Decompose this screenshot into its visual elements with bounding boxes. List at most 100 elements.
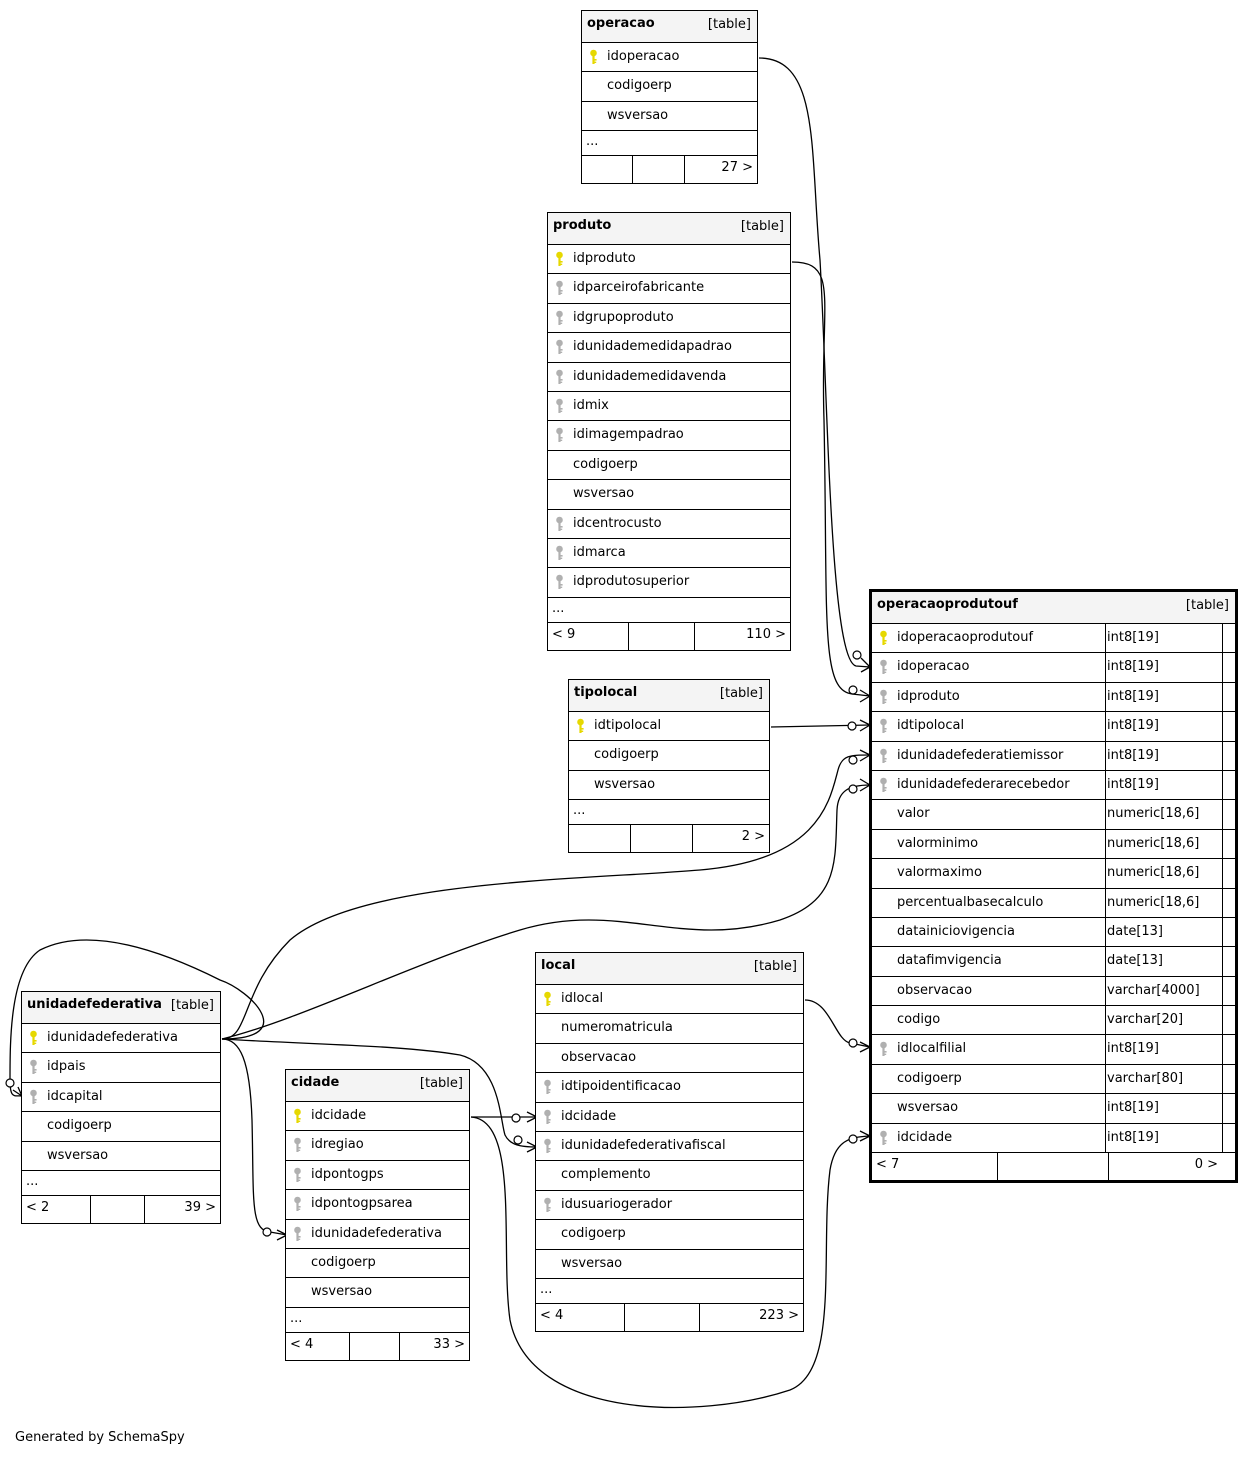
parent-count-cell[interactable]: < 9	[548, 622, 629, 650]
column-row[interactable]: idoperacao	[582, 43, 757, 73]
edge-uf-emissor	[221, 754, 871, 1040]
column-name: idoperacaoprodutouf	[897, 630, 1034, 645]
child-count-cell[interactable]: 2 >	[693, 825, 771, 852]
child-count-cell[interactable]: 223 >	[700, 1304, 805, 1331]
more-columns[interactable]: ...	[286, 1308, 469, 1333]
column-row[interactable]: idmarca	[548, 539, 790, 569]
column-row[interactable]: idtipoidentificacao	[536, 1073, 803, 1103]
table-header[interactable]: local[table]	[536, 953, 803, 985]
column-row[interactable]: idmix	[548, 392, 790, 422]
parent-count-cell[interactable]	[569, 825, 631, 853]
column-row[interactable]: observacao	[536, 1044, 803, 1074]
column-row[interactable]: codigoerp	[569, 741, 769, 771]
table-header[interactable]: tipolocal[table]	[569, 680, 769, 712]
column-row[interactable]: idgrupoproduto	[548, 304, 790, 334]
more-columns[interactable]: ...	[569, 800, 769, 826]
column-row[interactable]: numeromatricula	[536, 1014, 803, 1044]
column-row[interactable]: idcentrocusto	[548, 510, 790, 539]
parent-count-cell[interactable]: < 7	[872, 1153, 998, 1181]
column-row[interactable]: complemento	[536, 1161, 803, 1191]
column-row[interactable]: idpais	[22, 1053, 220, 1083]
child-count-cell[interactable]: 33 >	[400, 1333, 471, 1360]
primary-key-icon	[576, 718, 585, 734]
child-count-cell[interactable]: 27 >	[685, 156, 759, 183]
table-header[interactable]: produto[table]	[548, 213, 790, 245]
table-header[interactable]: operacaoprodutouf[table]	[872, 592, 1235, 624]
column-row[interactable]: codigoerp	[548, 451, 790, 481]
column-row[interactable]: idimagempadrao	[548, 421, 790, 451]
column-row[interactable]: idproduto	[548, 245, 790, 275]
column-row[interactable]: wsversao	[569, 771, 769, 801]
column-row[interactable]: idusuariogerador	[536, 1191, 803, 1221]
more-columns[interactable]: ...	[22, 1171, 220, 1196]
more-columns[interactable]: ...	[582, 131, 757, 157]
column-row[interactable]: codigoerp	[22, 1112, 220, 1142]
column-row[interactable]: codigoerp	[582, 72, 757, 102]
column-name: wsversao	[897, 1100, 959, 1116]
child-count-cell[interactable]: 110 >	[695, 623, 792, 650]
parent-count-cell[interactable]: < 4	[286, 1332, 350, 1360]
column-row[interactable]: wsversao	[548, 480, 790, 510]
child-count-cell[interactable]: 39 >	[145, 1196, 222, 1223]
child-count-cell[interactable]: 0 >	[1109, 1153, 1224, 1180]
parent-count: < 4	[290, 1336, 314, 1352]
table-header[interactable]: operacao[table]	[582, 11, 757, 43]
column-row[interactable]: idunidadefederativa	[22, 1024, 220, 1054]
column-row[interactable]: idcapital	[22, 1083, 220, 1113]
column-row[interactable]: wsversao	[582, 102, 757, 132]
column-row[interactable]: wsversao	[286, 1278, 469, 1308]
column-row[interactable]: wsversao	[22, 1142, 220, 1171]
column-row[interactable]: idpontogps	[286, 1161, 469, 1191]
table-header[interactable]: unidadefederativa[table]	[22, 992, 220, 1024]
column-row[interactable]: idunidademedidapadrao	[548, 333, 790, 363]
column-row[interactable]: idunidadefederativa	[286, 1220, 469, 1249]
column-name: codigoerp	[897, 1070, 962, 1086]
column-row[interactable]: idunidadefederativafiscal	[536, 1132, 803, 1162]
column-row[interactable]: idcidade	[286, 1102, 469, 1132]
column-row[interactable]: idcidade	[536, 1103, 803, 1132]
column-row[interactable]: idtipolocal	[569, 712, 769, 742]
column-row[interactable]: idlocal	[536, 985, 803, 1015]
more-columns[interactable]: ...	[548, 598, 790, 623]
column-row[interactable]: idregiao	[286, 1131, 469, 1161]
column-row[interactable]: idprodutosuperior	[548, 568, 790, 598]
table-unidadefederativa[interactable]: unidadefederativa[table]idunidadefederat…	[21, 991, 221, 1224]
column-divider	[1222, 682, 1223, 713]
column-row[interactable]: wsversao	[536, 1250, 803, 1279]
parent-count-cell[interactable]: < 4	[536, 1303, 625, 1331]
column-row[interactable]: codigoerp	[286, 1249, 469, 1279]
table-operacaoprodutouf[interactable]: operacaoprodutouf[table]idoperacaoprodut…	[869, 589, 1238, 1184]
more-columns[interactable]: ...	[536, 1279, 803, 1304]
table-header[interactable]: cidade[table]	[286, 1070, 469, 1102]
parent-count-cell[interactable]: < 2	[22, 1195, 91, 1223]
column-row[interactable]: idunidademedidavenda	[548, 363, 790, 392]
column-row[interactable]: idparceirofabricante	[548, 274, 790, 304]
column-name: percentualbasecalculo	[897, 894, 1044, 910]
column-row[interactable]: idpontogpsarea	[286, 1190, 469, 1220]
column-row[interactable]: codigoerp	[536, 1220, 803, 1250]
parent-count-cell[interactable]	[582, 156, 633, 184]
